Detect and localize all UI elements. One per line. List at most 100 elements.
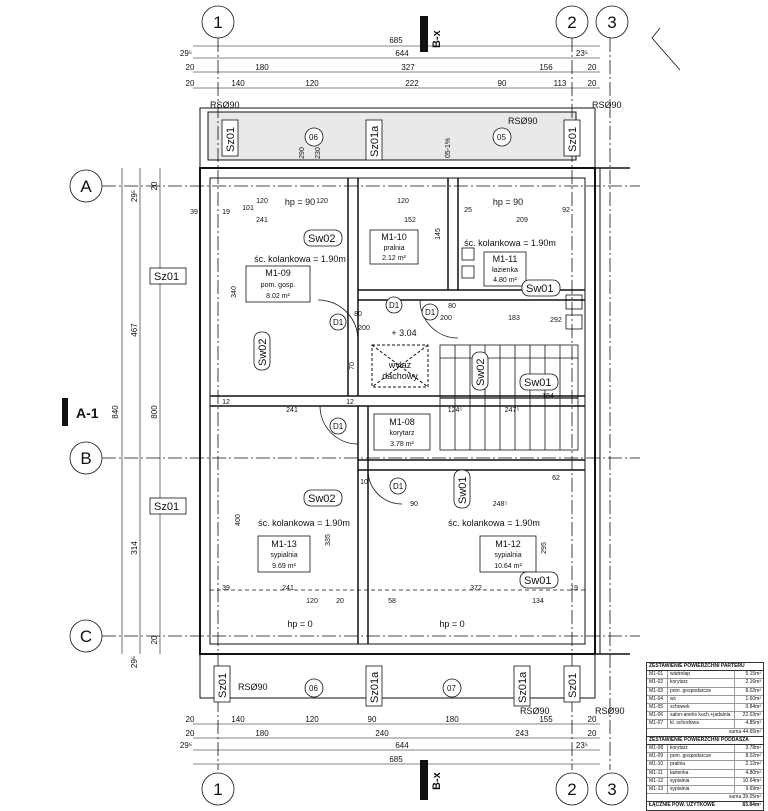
room-M1-13: M1-13 sypialnia 9.69 m² xyxy=(257,535,311,573)
wall-tag-sw02: Sw02 xyxy=(303,489,343,507)
room-M1-09: M1-09 pom. gosp. 8.02 m² xyxy=(245,265,311,303)
svg-text:07: 07 xyxy=(447,684,456,693)
svg-text:134: 134 xyxy=(532,598,544,605)
svg-text:183: 183 xyxy=(508,315,520,322)
dim-bot-r2-b: 180 xyxy=(255,729,269,738)
svg-text:Sz01a: Sz01a xyxy=(369,671,381,703)
svg-text:Sz01: Sz01 xyxy=(217,673,229,698)
axis-1-label-top: 1 xyxy=(213,13,222,32)
axis-2-label-top: 2 xyxy=(567,13,576,32)
svg-text:200: 200 xyxy=(440,315,452,322)
room-area: 10.64 m² xyxy=(494,563,522,570)
dim-top-r2-a: 29⁵ xyxy=(180,49,192,58)
svg-text:39: 39 xyxy=(190,209,198,216)
dim-bot-overall: 685 xyxy=(389,755,403,764)
svg-text:241: 241 xyxy=(286,407,298,414)
axis-B-bubble xyxy=(69,441,103,475)
axis-3-label-bottom: 3 xyxy=(607,780,616,799)
svg-text:120: 120 xyxy=(306,598,318,605)
svg-text:20: 20 xyxy=(336,598,344,605)
room-area: 8.02 m² xyxy=(266,293,290,300)
svg-text:Sz01: Sz01 xyxy=(567,673,579,698)
room-M1-11: M1-11 łazienka 4.80 m² xyxy=(483,251,527,287)
window-tag-sz01: Sz01 xyxy=(563,119,581,157)
summary-subtotal-ground: suma 44.65m² xyxy=(647,729,763,737)
axis-3-bubble-top xyxy=(595,5,629,39)
svg-text:80: 80 xyxy=(354,311,362,318)
exterior-wall-inner-line xyxy=(209,177,586,645)
section-a1-label: A-1 xyxy=(76,405,99,421)
roof-hatch-label: dachowy xyxy=(382,371,418,381)
svg-text:209: 209 xyxy=(516,217,528,224)
svg-text:Sw01: Sw01 xyxy=(524,575,552,587)
room-area: 3.78 m² xyxy=(390,441,414,448)
dim-left-mid-d: 29⁵ xyxy=(130,656,139,668)
dim-bot-r2-c: 240 xyxy=(375,729,389,738)
axis-C-label: C xyxy=(80,627,92,646)
svg-text:D1: D1 xyxy=(425,308,436,317)
svg-text:Sz01a: Sz01a xyxy=(369,125,381,157)
roof-hatch xyxy=(371,344,429,388)
svg-text:Sw01: Sw01 xyxy=(524,377,552,389)
misc-labels: wyłaz dachowy + 3.04 05-1% xyxy=(382,138,452,381)
dim-bot-r3-b: 644 xyxy=(395,741,409,750)
svg-text:19: 19 xyxy=(222,209,230,216)
dim-top-r3-e: 20 xyxy=(588,63,597,72)
section-bx-label-bottom: B-x xyxy=(431,771,443,790)
summary-title-ground: ZESTAWIENIE POWIERZCHNI PARTERU xyxy=(647,663,763,672)
doors xyxy=(317,299,459,505)
room-code: M1-12 xyxy=(495,539,521,549)
knee-wall-labels: śc. kolankowa = 1.90m śc. kolankowa = 1.… xyxy=(254,238,556,528)
vent-label: RSØ90 xyxy=(520,706,550,716)
detail-refs: 06 05 06 07 xyxy=(304,127,512,698)
window-tag-sz01a: Sz01a xyxy=(365,119,383,161)
toilet-icon xyxy=(565,314,583,330)
room-area: 9.69 m² xyxy=(272,563,296,570)
dim-top-r4-b: 140 xyxy=(231,79,245,88)
window-tag-sz01: Sz01 xyxy=(221,119,239,157)
section-bx-marker-top xyxy=(420,16,428,52)
dim-bot-r2-d: 243 xyxy=(515,729,529,738)
svg-text:120: 120 xyxy=(316,198,328,205)
bath-fixtures xyxy=(461,247,583,330)
interior-walls xyxy=(210,178,585,644)
washbasin-icon xyxy=(565,294,583,310)
svg-text:70: 70 xyxy=(349,362,356,370)
svg-text:92: 92 xyxy=(562,207,570,214)
vent-label: RSØ90 xyxy=(595,706,625,716)
knee-wall-label: śc. kolankowa = 1.90m xyxy=(448,518,540,528)
wall-tag-sw02: Sw02 xyxy=(471,351,489,391)
room-code: M1-13 xyxy=(271,539,297,549)
axis-1-label-bottom: 1 xyxy=(213,780,222,799)
svg-text:241: 241 xyxy=(282,585,294,592)
svg-text:340: 340 xyxy=(231,286,238,298)
axis-1-bubble-top xyxy=(201,5,235,39)
dim-bot-r1-a: 20 xyxy=(186,715,195,724)
wall-tags: Sw02 Sw02 Sw02 Sw02 Sw01 Sw01 Sw01 Sw01 xyxy=(253,229,561,589)
svg-text:Sw02: Sw02 xyxy=(475,358,487,386)
svg-text:295: 295 xyxy=(541,542,548,554)
wall-tag-sw02: Sw02 xyxy=(253,331,271,371)
dim-bot-r3-c: 23⁵ xyxy=(576,741,588,750)
svg-text:62: 62 xyxy=(552,475,560,482)
dim-bot-r3-a: 29⁵ xyxy=(180,741,192,750)
dim-top-r3-b: 180 xyxy=(255,63,269,72)
axis-B-label: B xyxy=(80,449,91,468)
roof-hatch-outline xyxy=(371,344,429,388)
dim-top-r4-e: 90 xyxy=(498,79,507,88)
svg-text:290: 290 xyxy=(299,147,306,159)
axis-1-bubble-bottom xyxy=(201,772,235,806)
shower-drain-icon xyxy=(461,247,475,261)
roof-overhang-top xyxy=(199,107,596,169)
section-a1-marker xyxy=(62,398,68,426)
window-tag-sz01: Sz01 xyxy=(563,665,581,703)
outer-walls xyxy=(199,107,630,699)
grid-axes xyxy=(69,5,640,806)
svg-text:400: 400 xyxy=(235,514,242,526)
